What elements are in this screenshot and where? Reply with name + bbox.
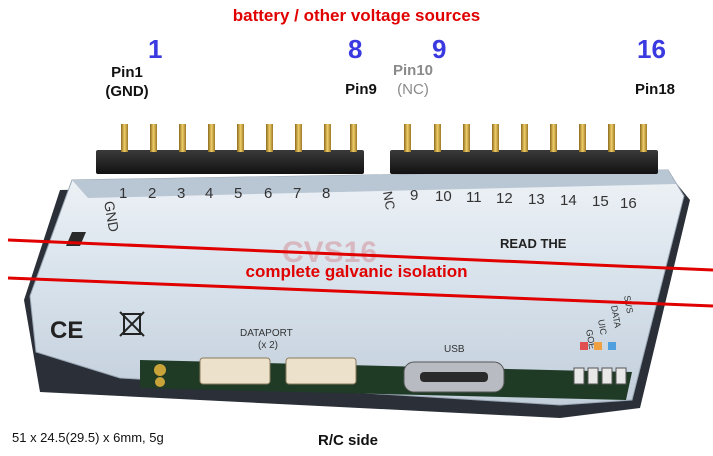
silk-num: 4 [205, 185, 213, 202]
silk-num: 8 [322, 185, 330, 202]
pin-number-16: 16 [637, 34, 666, 64]
usb-label: USB [444, 344, 465, 355]
silk-num: 15 [592, 193, 609, 210]
silk-num: 10 [435, 188, 452, 205]
gnd-label: (GND) [105, 83, 149, 100]
dataport-connector-1 [199, 357, 271, 385]
silk-num: 12 [496, 190, 513, 207]
silk-num: 11 [466, 189, 482, 206]
pins-right [404, 124, 647, 152]
isolation-line-bottom [7, 276, 713, 308]
silk-num: 16 [620, 195, 637, 212]
header-right [390, 150, 658, 174]
led-row [573, 367, 627, 385]
pin9-label: Pin9 [345, 81, 377, 98]
pin18-label: Pin18 [634, 81, 676, 98]
title: battery / other voltage sources [232, 6, 481, 25]
pin1-label: Pin1 [111, 64, 143, 81]
silk-num: 14 [560, 192, 577, 209]
signal-label: DATA [609, 305, 623, 329]
read-the-text: READ THE [500, 236, 567, 251]
silk-left-numbers: 1 2 3 4 5 6 7 8 [119, 185, 330, 202]
isolation-line-top [7, 238, 713, 272]
pins-left [121, 124, 357, 152]
signal-label: SVS [622, 295, 635, 314]
dataport-sub: (x 2) [258, 340, 278, 351]
silk-nc: NC [380, 190, 398, 211]
silk-gnd: GND [101, 200, 122, 233]
silk-num: 7 [293, 185, 301, 202]
weee-icon [119, 311, 145, 337]
signal-label: UIC [596, 319, 609, 336]
dataport-label: DATAPORT [240, 328, 293, 339]
pin1-label-block: Pin1 (GND) [92, 63, 162, 101]
dataport-connector-2 [285, 357, 357, 385]
silk-num: 13 [528, 191, 545, 208]
silk-num: 5 [234, 185, 242, 202]
header-left [96, 150, 364, 174]
pin10-label: Pin10 [392, 62, 434, 79]
silk-num: 3 [177, 185, 185, 202]
silk-right-numbers: 9 10 11 12 13 14 15 16 [410, 187, 637, 212]
pin-number-8: 8 [348, 34, 363, 64]
silk-num: 6 [264, 185, 272, 202]
silk-num: 2 [148, 185, 156, 202]
silk-num: 9 [410, 187, 418, 204]
pin-number-9: 9 [432, 34, 447, 64]
nc-label: (NC) [397, 81, 429, 98]
silk-num: 1 [119, 185, 127, 202]
ce-mark: CE [50, 317, 83, 344]
pin-number-1: 1 [148, 34, 163, 64]
pin10-label-block: Pin10 (NC) [382, 61, 444, 99]
dimensions-text: 51 x 24.5(29.5) x 6mm, 5g [12, 430, 164, 445]
rc-side-label: R/C side [318, 432, 379, 449]
board-top-band [72, 170, 676, 198]
isolation-label: complete galvanic isolation [245, 262, 468, 281]
